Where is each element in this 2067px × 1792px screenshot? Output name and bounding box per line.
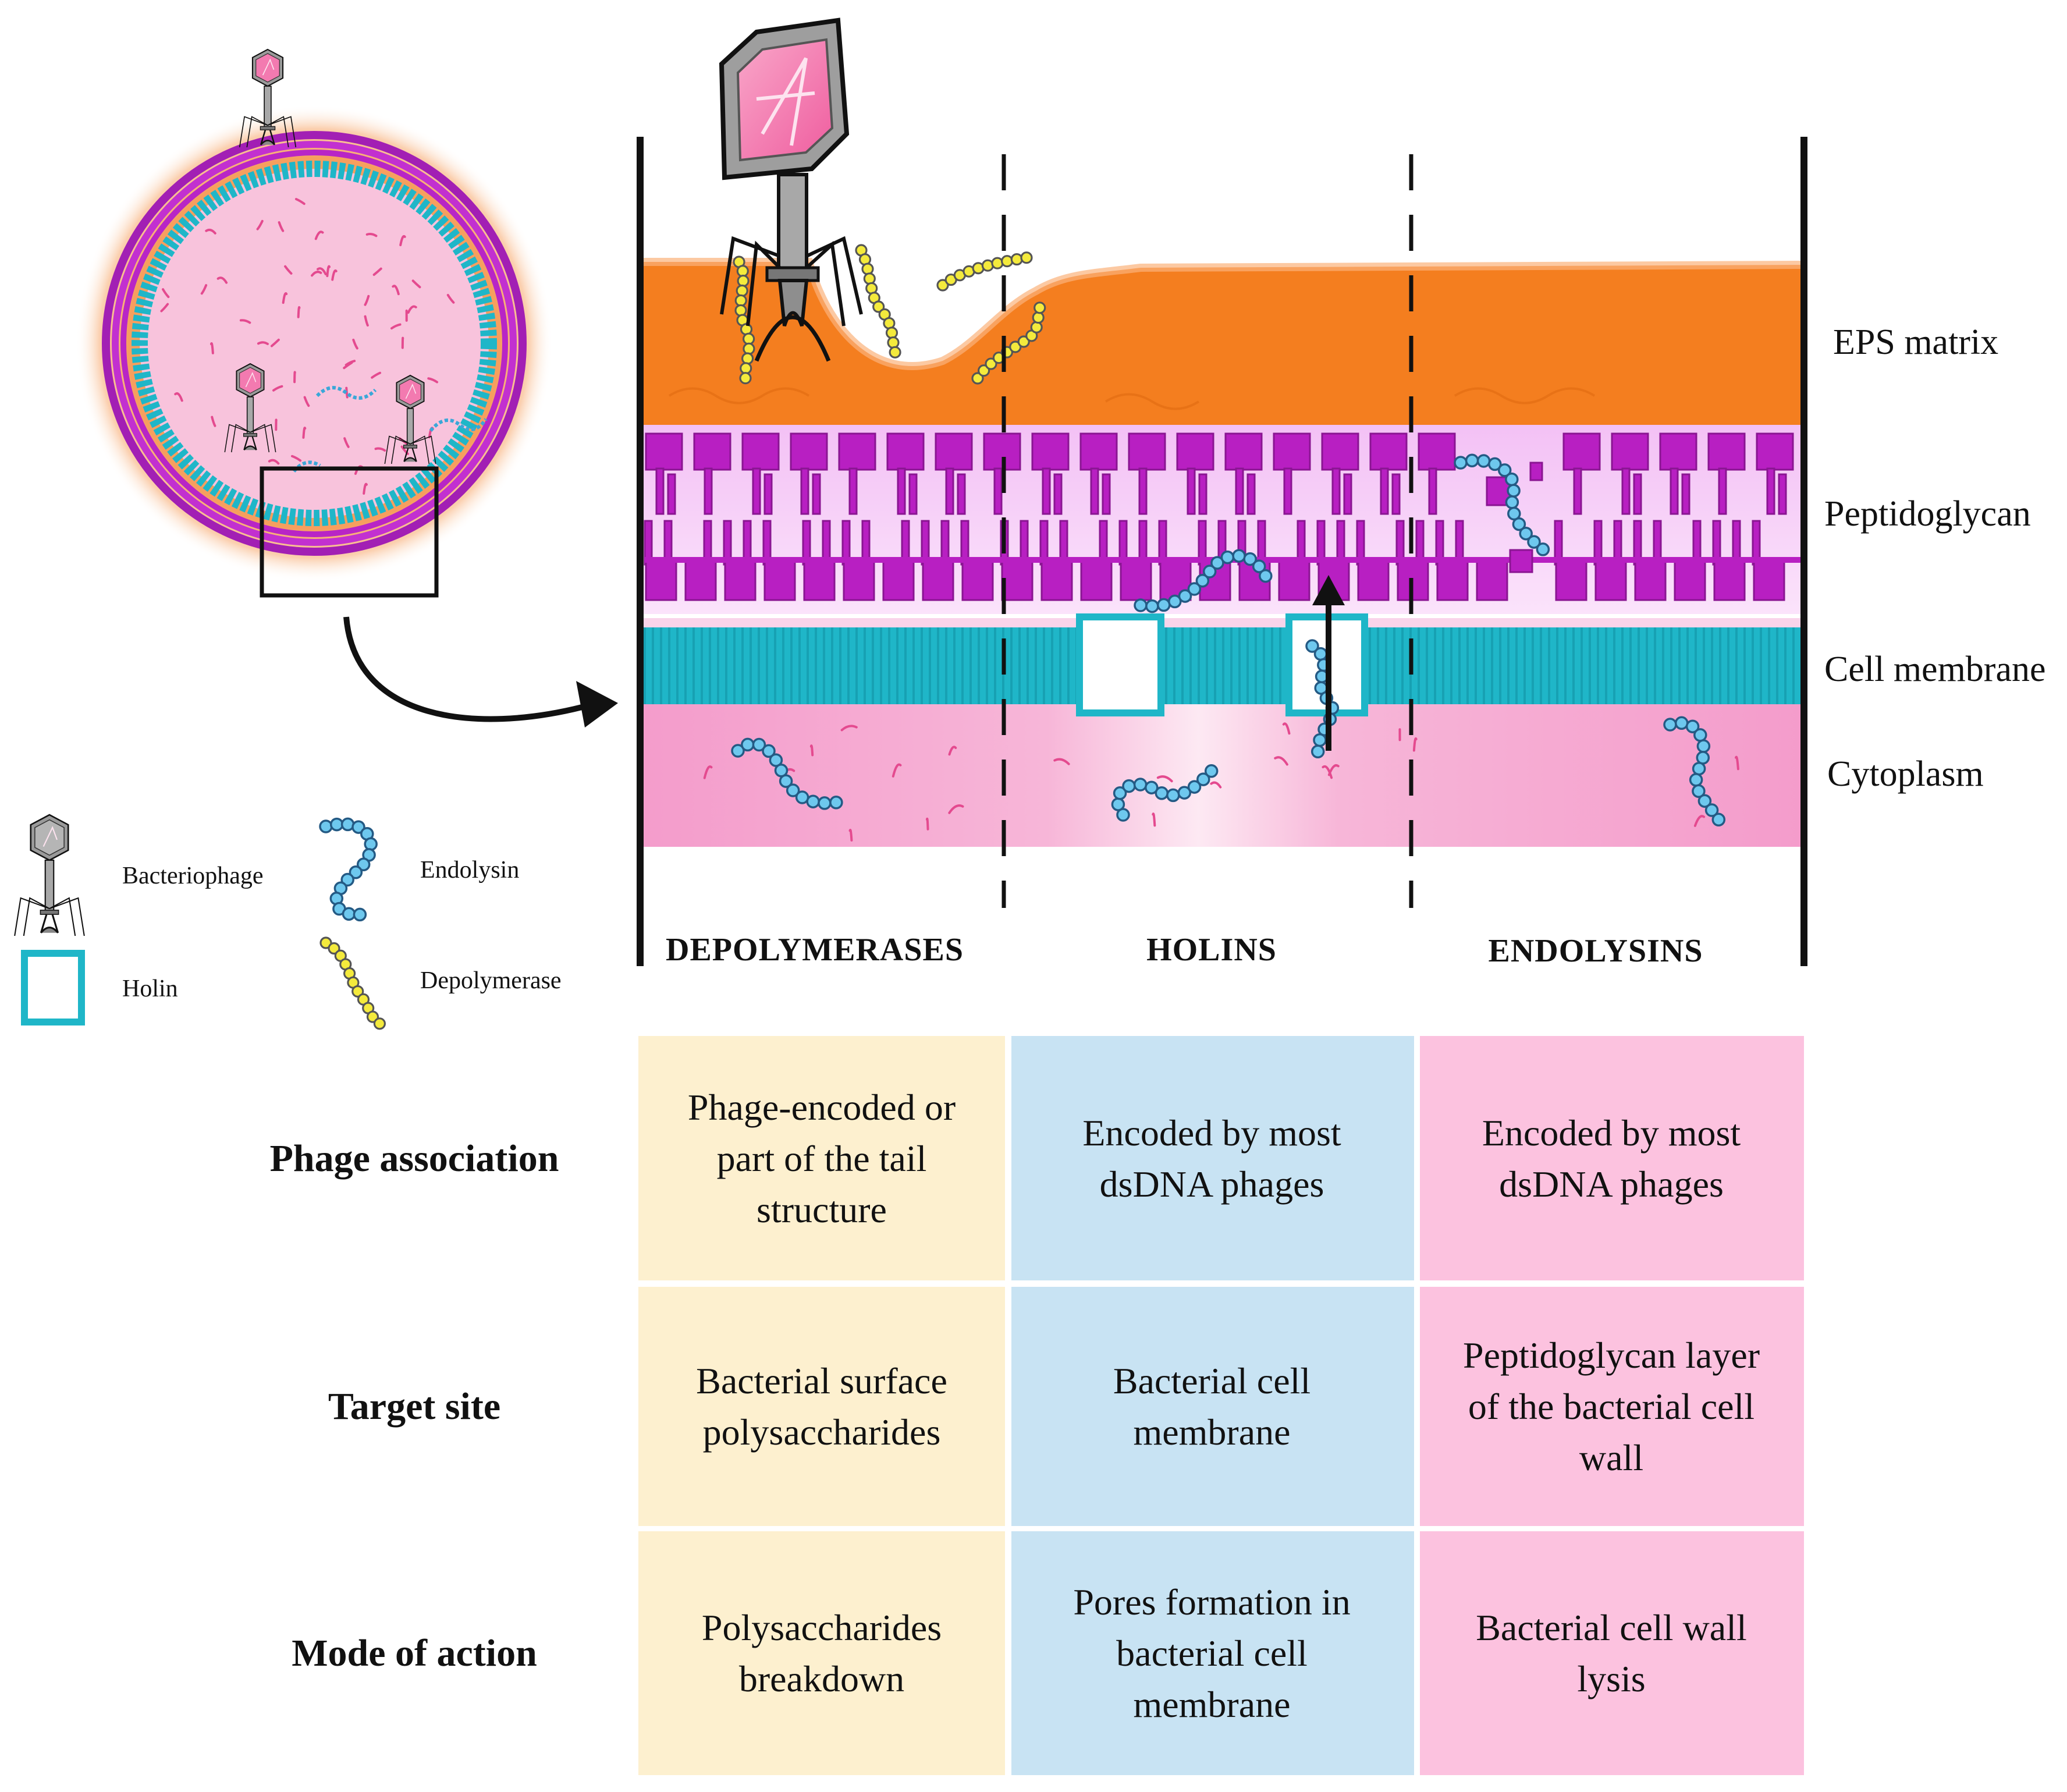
table-cell-text: membrane (1133, 1411, 1290, 1453)
legend: Bacteriophage Holin Endolysin Depolymera… (14, 814, 562, 1030)
phage-inside-left-icon (224, 363, 276, 453)
table-cell-text: of the bacterial cell (1468, 1386, 1755, 1427)
table-cell (1419, 1531, 1804, 1775)
phage-inside-right-icon (384, 374, 436, 464)
translocation-arrowhead (1312, 575, 1345, 605)
label-cytoplasm: Cytoplasm (1827, 754, 1984, 794)
endolysin-small-icon-2 (429, 418, 488, 432)
table-cell-text: Bacterial cell (1113, 1360, 1310, 1401)
table-cell-text: breakdown (739, 1658, 904, 1699)
legend-bacteriophage-label: Bacteriophage (122, 863, 264, 889)
table-cell-text: dsDNA phages (1100, 1163, 1324, 1205)
cross-section (637, 17, 1807, 966)
table-cell-text: part of the tail (717, 1138, 927, 1179)
table-cell-text: structure (757, 1189, 887, 1230)
cytoplasm-layer (640, 704, 1804, 847)
bacteriophage-icon (14, 814, 85, 936)
table-cell-text: Bacterial cell wall (1476, 1607, 1747, 1648)
table-cell-text: Polysaccharides (702, 1607, 942, 1648)
cell-membrane-layer (640, 626, 1804, 704)
table-cell-text: bacterial cell (1116, 1633, 1308, 1674)
table-cell-text: Pores formation in (1073, 1581, 1350, 1623)
table-cell-text: Phage-encoded or (688, 1087, 956, 1128)
row-header: Target site (328, 1385, 500, 1428)
row-header: Mode of action (292, 1632, 537, 1674)
table-cell (638, 1286, 1005, 1526)
endolysin-small-icon (315, 386, 377, 400)
table-cell-text: membrane (1133, 1684, 1290, 1725)
table-cell-text: Encoded by most (1482, 1112, 1741, 1154)
label-eps-matrix: EPS matrix (1833, 322, 1998, 362)
zoom-box (260, 466, 439, 598)
zoom-arrowhead (576, 681, 618, 728)
table-cell (1419, 1286, 1804, 1526)
table-cell (1010, 1036, 1414, 1280)
table-cell (1419, 1036, 1804, 1280)
table-cell-text: dsDNA phages (1499, 1163, 1724, 1205)
eps-matrix-layer (640, 262, 1804, 425)
column-title-holins: HOLINS (1146, 932, 1277, 968)
table-cell (638, 1531, 1005, 1775)
table-cell (1010, 1531, 1414, 1775)
depolymerase-chains (733, 244, 1046, 385)
table-cell-text: polysaccharides (703, 1411, 941, 1453)
legend-depolymerase-label: Depolymerase (420, 967, 562, 994)
phage-top-icon (239, 48, 297, 148)
depolymerase-icon (319, 936, 386, 1030)
label-peptidoglycan: Peptidoglycan (1824, 494, 2031, 534)
holin-icon (21, 950, 85, 1025)
table-cell-text: wall (1579, 1437, 1643, 1478)
bacteriophage-attached-icon (719, 17, 863, 362)
bacterium-cell (76, 105, 553, 582)
comparison-table: Phage association Phage-encoded or part of… (270, 1036, 1804, 1775)
table-cell (638, 1036, 1005, 1280)
table-cell-text: Peptidoglycan layer (1463, 1335, 1760, 1376)
column-title-depolymerases: DEPOLYMERASES (666, 932, 964, 968)
table-cell-text: Bacterial surface (696, 1360, 947, 1401)
cytoplasm-particles (160, 198, 455, 495)
column-title-endolysins: ENDOLYSINS (1489, 933, 1703, 969)
table-cell-text: Encoded by most (1082, 1112, 1341, 1154)
holin-pore-1 (1076, 613, 1164, 716)
legend-holin-label: Holin (122, 975, 178, 1002)
label-cell-membrane: Cell membrane (1824, 650, 2045, 689)
table-cell (1010, 1286, 1414, 1526)
row-header: Phage association (270, 1137, 559, 1180)
legend-endolysin-label: Endolysin (420, 857, 519, 883)
endolysin-icon (319, 817, 378, 922)
zoom-arrow (343, 616, 583, 722)
table-cell-text: lysis (1577, 1658, 1645, 1699)
